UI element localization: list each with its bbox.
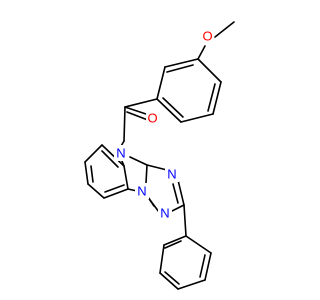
bond-phenyl-1-inner	[164, 240, 182, 249]
bond-benzo-4-inner	[104, 184, 125, 193]
bond-imid-4	[129, 156, 148, 166]
bond-triaz-2-inner	[172, 183, 179, 204]
molecule-structure: O O N N N N	[84, 21, 235, 290]
bond-benzo-1	[84, 144, 103, 163]
atom-n-ring: N	[116, 146, 125, 161]
atom-n-triazole-bottom-left: N	[137, 184, 146, 199]
atom-o-carbonyl: O	[147, 111, 157, 126]
atom-labels: O O N N N N	[114, 28, 214, 221]
bond-oxygen-ring	[197, 45, 206, 60]
bond-triazole-phenyl	[183, 204, 187, 237]
bond-ring-a-5-inner	[207, 83, 216, 112]
bond-phenyl-2	[159, 244, 165, 274]
bond-benzo-2-inner	[90, 165, 94, 183]
bond-phenyl-3	[159, 272, 179, 290]
bond-phenyl-1	[163, 235, 187, 246]
bond-benzo-2	[84, 161, 89, 185]
bond-phenyl-4	[177, 279, 206, 290]
bond-benzo-3	[87, 183, 105, 199]
bond-ring-carbonyl	[124, 98, 158, 108]
bond-phenyl-5-inner	[199, 254, 206, 278]
bond-benzo-6	[101, 144, 125, 167]
atom-n-triazole-bottom: N	[160, 206, 169, 221]
bond-triaz-3	[171, 204, 185, 212]
atom-o-methoxy: O	[202, 29, 212, 44]
bond-ring-a-3	[156, 98, 182, 123]
bond-ring-a-3-inner	[162, 97, 184, 118]
bond-ring-a-6	[197, 58, 222, 83]
bond-ring-a-2	[156, 66, 166, 100]
bond-triaz-1	[146, 164, 168, 171]
bond-benzo-5	[123, 165, 129, 190]
bond-carbonyl-ch2	[123, 106, 126, 142]
bond-ring-a-1-inner	[166, 64, 194, 73]
bond-benzo-4	[103, 188, 129, 199]
bond-phenyl-3-inner	[164, 271, 180, 285]
bond-triaz-2	[177, 179, 185, 206]
bond-phenyl-5	[204, 252, 212, 281]
bond-phenyl-6	[185, 235, 212, 254]
bonds	[84, 21, 235, 290]
bond-methyl-oxygen	[214, 21, 235, 38]
bond-ring-a-4	[180, 113, 214, 123]
bond-imid-3	[145, 164, 148, 184]
bond-ring-a-1	[164, 58, 199, 68]
atom-n-triazole-right: N	[167, 167, 176, 182]
bond-ring-a-5	[212, 81, 222, 115]
bond-benzo-6-inner	[101, 150, 119, 168]
